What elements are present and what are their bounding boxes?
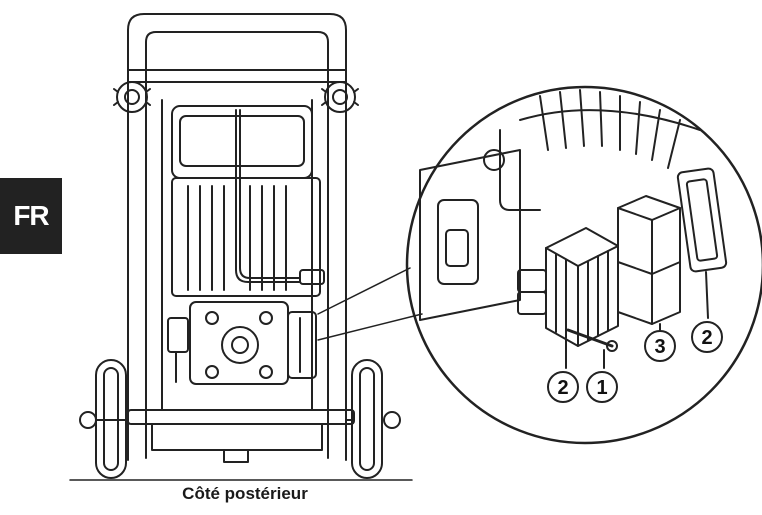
- callout-3-label: 3: [654, 336, 665, 358]
- handle-knob-right: [321, 81, 359, 113]
- detail-zoom-view: [405, 85, 762, 445]
- callout-2-right: 2: [691, 321, 723, 353]
- figure-caption: Côté postérieur: [182, 484, 308, 503]
- callout-2-left-label: 2: [557, 377, 568, 399]
- pump-head: [167, 301, 317, 385]
- callout-3: 3: [644, 330, 676, 362]
- wheel-left: [79, 359, 129, 479]
- callout-2-right-label: 2: [701, 327, 712, 349]
- motor-housing: [171, 105, 325, 297]
- wheel-right: [345, 359, 401, 479]
- language-tab: FR: [0, 178, 62, 254]
- handle-knob-left: [113, 81, 151, 113]
- callout-1-label: 1: [596, 377, 607, 399]
- handle-frame: [127, 13, 347, 461]
- base-frame: [127, 409, 355, 463]
- callout-1: 1: [586, 371, 618, 403]
- callout-2-left: 2: [547, 371, 579, 403]
- language-tab-label: FR: [13, 200, 49, 231]
